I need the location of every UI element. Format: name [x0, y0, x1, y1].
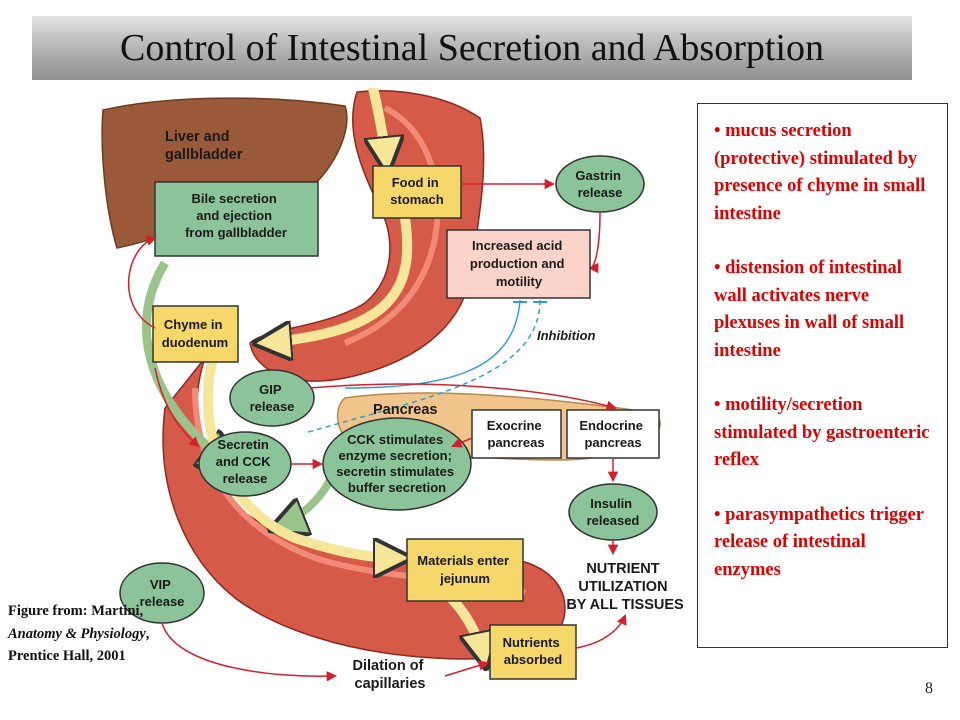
bullet-item: • motility/secretion stimulated by gastr…	[714, 395, 930, 470]
svg-text:Chyme in duodenum: Chyme in duodenum	[162, 317, 228, 350]
svg-text:Exocrine pancreas: Exocrine pancreas	[487, 418, 546, 450]
svg-text:CCK stimulates enzyme se: CCK stimulates enzyme secretion; secreti…	[336, 432, 457, 495]
info-bullet-box: • mucus secretion (protective) stimulate…	[697, 103, 948, 648]
bullet-item: • parasympathetics trigger release of in…	[714, 504, 924, 580]
increased-acid-box: Increased acid production and motility	[446, 229, 591, 299]
gip-release-ellipse: GIP release	[229, 369, 315, 427]
svg-text:Secretin and CCK r: Secretin and CCK release	[216, 437, 275, 486]
gastrin-release-ellipse: Gastrin release	[555, 155, 645, 213]
materials-enter-jejunum-box: Materials enter jejunum	[406, 538, 524, 602]
svg-text:Food in stomach: Food in stomach	[390, 175, 444, 207]
svg-text:GIP release: GIP release	[250, 382, 295, 414]
svg-text:Increased acid productio: Increased acid production and motility	[470, 238, 568, 289]
endocrine-pancreas-box: Endocrine pancreas	[566, 409, 660, 459]
vip-release-ellipse: VIP release	[119, 562, 205, 624]
svg-text:Insulin released: Insulin released	[587, 496, 640, 528]
svg-text:VIP release: VIP release	[140, 577, 185, 609]
svg-text:Materials enter jejunum: Materials enter jejunum	[417, 553, 512, 586]
slide-title: Control of Intestinal Secretion and Abso…	[120, 27, 824, 69]
dilation-label: Dilation of capillaries	[353, 658, 428, 692]
svg-text:Endocrine pancreas: Endocrine pancreas	[579, 418, 646, 450]
svg-text:Gastrin release: Gastrin release	[575, 168, 624, 200]
svg-text:Bile secretion and eject: Bile secretion and ejection from gallbla…	[185, 191, 287, 240]
figure-caption: Figure from: Martini, Anatomy & Physiolo…	[8, 603, 150, 664]
bile-secretion-box: Bile secretion and ejection from gallbla…	[154, 181, 319, 257]
page-number: 8	[925, 680, 933, 697]
secretin-cck-ellipse: Secretin and CCK release	[198, 431, 292, 497]
exocrine-pancreas-box: Exocrine pancreas	[471, 409, 562, 459]
svg-text:Nutrients absorbed: Nutrients absorbed	[503, 635, 564, 667]
nutrient-utilization-label: NUTRIENT UTILIZATION BY ALL TISSUES	[566, 561, 684, 613]
liver-label: Liver and gallbladder	[165, 129, 243, 163]
nutrients-absorbed-box: Nutrients absorbed	[489, 624, 577, 680]
cck-stimulates-ellipse: CCK stimulates enzyme secretion; secreti…	[322, 417, 472, 511]
chyme-in-duodenum-box: Chyme in duodenum	[152, 305, 239, 363]
title-bar: Control of Intestinal Secretion and Abso…	[32, 16, 912, 80]
insulin-released-ellipse: Insulin released	[568, 483, 658, 541]
bullet-item: • mucus secretion (protective) stimulate…	[714, 121, 926, 224]
digestive-diagram: Liver and gallbladder Bile secretion and…	[101, 88, 684, 692]
inhibition-label: Inhibition	[537, 328, 596, 343]
bullet-item: • distension of intestinal wall activate…	[714, 258, 905, 361]
pancreas-label: Pancreas	[373, 402, 438, 418]
food-in-stomach-box: Food in stomach	[372, 165, 462, 219]
